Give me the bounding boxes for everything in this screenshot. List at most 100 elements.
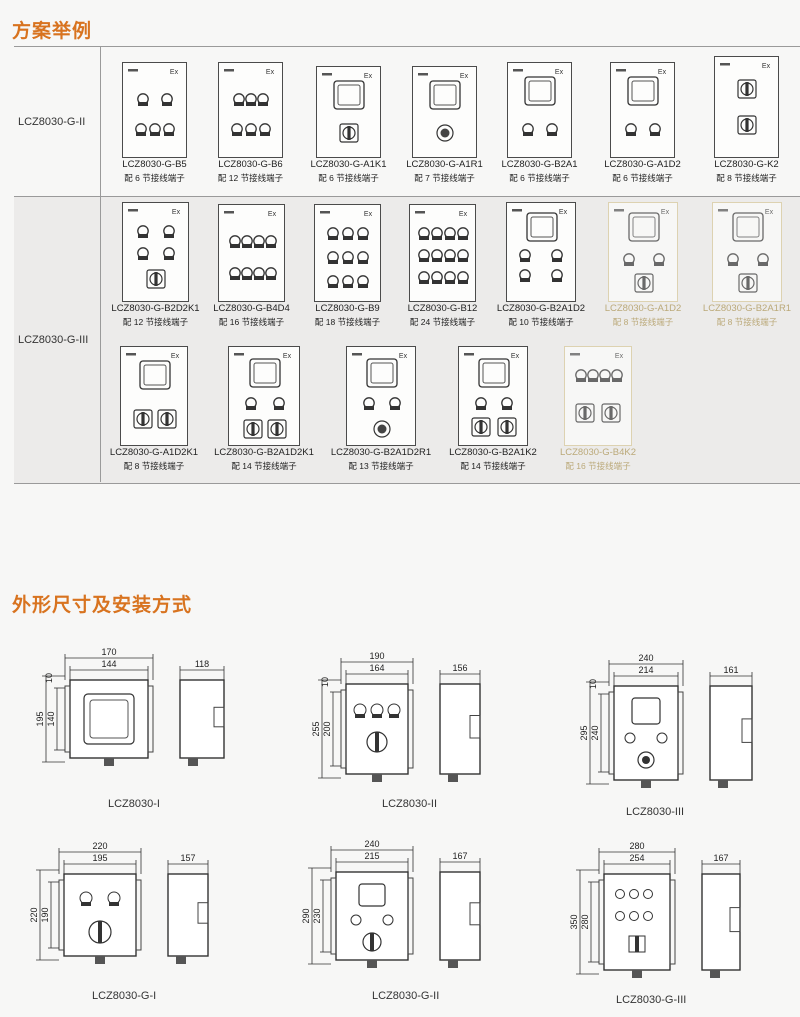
enclosure-panel-icons: Ex <box>570 353 624 423</box>
width-dim-outer: 190 <box>369 651 384 661</box>
enclosure-panel-icons: Ex <box>224 211 277 280</box>
ex-mark: Ex <box>658 69 667 76</box>
width-dim-outer: 280 <box>629 841 644 851</box>
model-code: LCZ8030-G-B4K2 <box>559 447 637 458</box>
model-code: LCZ8030-G-B2A1D2K1 <box>214 447 314 458</box>
mount-offset-dim: 10 <box>320 677 330 687</box>
depth-dim: 167 <box>452 851 467 861</box>
width-dim-inner: 144 <box>101 659 116 669</box>
height-dim-inner: 200 <box>322 721 332 736</box>
enclosure-panel-icons: Ex <box>320 211 373 288</box>
model-code: LCZ8030-G-A1D2K1 <box>109 447 199 458</box>
model-code: LCZ8030-G-B2A1R1 <box>702 303 792 314</box>
terminal-count: 配 16 节接线端子 <box>565 461 631 471</box>
terminal-count: 配 8 节接线端子 <box>123 461 185 471</box>
ex-mark: Ex <box>170 69 179 76</box>
height-dim-outer: 295 <box>579 725 589 740</box>
drawing-caption: LCZ8030-G-III <box>616 994 687 1006</box>
enclosure-panel-icons: Ex <box>718 209 774 293</box>
terminal-count: 配 13 节接线端子 <box>348 461 414 471</box>
enclosure-panel-icons: Ex <box>513 69 564 136</box>
model-code: LCZ8030-G-K2 <box>714 159 779 170</box>
enclosure-front-view: Ex <box>506 202 576 302</box>
model-code: LCZ8030-G-B2A1D2R1 <box>330 447 432 458</box>
width-dim-outer: 170 <box>101 647 116 657</box>
enclosure-panel-icons: Ex <box>322 73 373 143</box>
model-code: LCZ8030-G-B2D2K1 <box>111 303 200 314</box>
enclosure-front-view: Ex <box>218 204 285 302</box>
ex-mark: Ex <box>283 353 292 360</box>
height-dim-outer: 255 <box>311 721 321 736</box>
terminal-count: 配 12 节接线端子 <box>122 317 189 327</box>
terminal-count: 配 8 节接线端子 <box>716 317 778 327</box>
enclosure-front-view: Ex <box>610 62 675 158</box>
ex-mark: Ex <box>399 353 408 360</box>
model-code: LCZ8030-G-B2A1K2 <box>449 447 537 458</box>
section-title-scheme-examples: 方案举例 <box>12 21 93 42</box>
model-code: LCZ8030-G-A1D2 <box>604 159 681 170</box>
ex-mark: Ex <box>615 353 624 360</box>
row-label-g2: LCZ8030-G-II <box>18 116 86 128</box>
enclosure-panel-icons: Ex <box>415 211 469 284</box>
height-dim-outer: 195 <box>35 711 45 726</box>
model-code: LCZ8030-G-B6 <box>218 159 283 170</box>
table-divider <box>100 46 101 482</box>
enclosure-panel-icons: Ex <box>224 69 275 136</box>
terminal-count: 配 24 节接线端子 <box>409 317 476 327</box>
height-dim-outer: 350 <box>569 914 579 929</box>
terminal-count: 配 7 节接线端子 <box>414 173 475 183</box>
model-code: LCZ8030-G-B12 <box>407 303 478 314</box>
enclosure-panel-icons: Ex <box>720 63 771 135</box>
ex-mark: Ex <box>661 209 670 216</box>
depth-dim: 118 <box>195 659 209 669</box>
enclosure-panel-icons: Ex <box>126 353 180 429</box>
depth-dim: 157 <box>180 853 195 863</box>
width-dim-inner: 215 <box>364 851 379 861</box>
enclosure-front-view: Ex <box>714 56 779 158</box>
ex-mark: Ex <box>559 209 568 216</box>
terminal-count: 配 6 节接线端子 <box>612 173 673 183</box>
terminal-count: 配 14 节接线端子 <box>460 461 526 471</box>
model-code: LCZ8030-G-A1D2 <box>604 303 682 314</box>
enclosure-front-view: Ex <box>316 66 381 158</box>
ex-mark: Ex <box>266 69 275 76</box>
terminal-count: 配 6 节接线端子 <box>318 173 379 183</box>
enclosure-front-view: Ex <box>120 346 188 446</box>
model-code: LCZ8030-G-B2A1 <box>501 159 578 170</box>
drawing-caption: LCZ8030-III <box>626 806 685 818</box>
terminal-count: 配 16 节接线端子 <box>218 317 285 327</box>
model-code: LCZ8030-G-B2A1D2 <box>496 303 586 314</box>
ex-mark: Ex <box>364 211 373 218</box>
mount-offset-dim: 10 <box>44 673 54 683</box>
ex-mark: Ex <box>765 209 774 216</box>
depth-dim: 161 <box>723 665 738 675</box>
height-dim-inner: 240 <box>590 725 600 740</box>
model-code: LCZ8030-G-B5 <box>122 159 187 170</box>
ex-mark: Ex <box>555 69 564 76</box>
height-dim-inner: 280 <box>580 914 590 929</box>
width-dim-inner: 254 <box>629 853 644 863</box>
drawing-caption: LCZ8030-G-I <box>92 990 157 1002</box>
model-code: LCZ8030-G-B9 <box>315 303 380 314</box>
terminal-count: 配 8 节接线端子 <box>612 317 674 327</box>
terminal-count: 配 12 节接线端子 <box>217 173 284 183</box>
width-dim-inner: 195 <box>92 853 107 863</box>
width-dim-inner: 214 <box>638 665 653 675</box>
mount-offset-dim: 10 <box>588 679 598 689</box>
enclosure-front-view: Ex <box>218 62 283 158</box>
enclosure-front-view: Ex <box>712 202 782 302</box>
model-code: LCZ8030-G-B4D4 <box>213 303 290 314</box>
ex-mark: Ex <box>171 353 180 360</box>
depth-dim: 167 <box>713 853 728 863</box>
enclosure-panel-icons: Ex <box>616 69 667 136</box>
row-label-g3: LCZ8030-G-III <box>18 334 89 346</box>
terminal-count: 配 6 节接线端子 <box>124 173 185 183</box>
terminal-count: 配 14 节接线端子 <box>231 461 297 471</box>
drawing-caption: LCZ8030-G-II <box>372 990 440 1002</box>
enclosure-panel-icons: Ex <box>352 353 408 438</box>
enclosure-panel-icons: Ex <box>512 209 568 282</box>
enclosure-panel-icons: Ex <box>128 69 179 136</box>
enclosure-front-view: Ex <box>314 204 381 302</box>
ex-mark: Ex <box>364 73 373 80</box>
height-dim-outer: 220 <box>29 907 39 922</box>
